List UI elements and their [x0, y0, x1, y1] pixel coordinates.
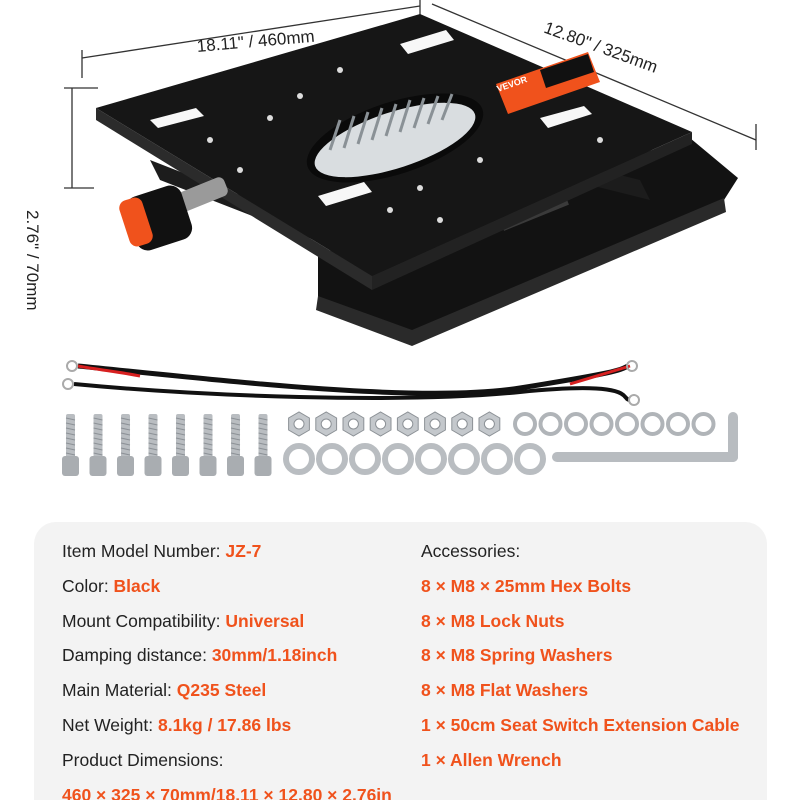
specifications-card — [34, 522, 767, 800]
accessories-heading: Accessories: — [421, 541, 521, 561]
spec-net-weight: Net Weight: 8.1kg / 17.86 lbs — [62, 714, 392, 749]
spec-value: Black — [113, 575, 161, 596]
lock-nut — [342, 411, 365, 437]
accessory-item: 8 × M8 Spring Washers — [421, 645, 613, 666]
spec-product-dimensions-label: Product Dimensions: — [62, 749, 224, 770]
spring-window — [306, 93, 484, 183]
accessory-item: 1 × 50cm Seat Switch Extension Cable — [421, 714, 740, 735]
lock-nut — [451, 411, 474, 437]
hex-bolts — [62, 414, 272, 476]
flat-washer — [283, 443, 315, 475]
washers — [283, 412, 716, 475]
height-dimension-line — [64, 87, 98, 189]
spring-washer — [615, 412, 639, 436]
hex-bolt — [89, 414, 107, 476]
lock-nut — [315, 411, 338, 437]
spec-value: JZ-7 — [225, 541, 262, 561]
spring-washer — [538, 412, 563, 436]
specifications-list: Item Model Number: JZ-7 Color: Black Mou… — [62, 540, 392, 800]
accessory-item: 1 × Allen Wrench — [421, 749, 562, 770]
spec-damping-distance: Damping distance: 30mm/1.18inch — [62, 644, 392, 679]
accessory-item: 8 × M8 Flat Washers — [421, 680, 589, 701]
spec-color: Color: Black — [62, 575, 392, 610]
spring-washer — [513, 412, 537, 436]
accessory-item: 8 × M8 Lock Nuts — [421, 610, 565, 631]
hex-bolt — [254, 414, 272, 476]
lock-nut — [369, 411, 392, 437]
adjustment-knob — [119, 177, 228, 251]
spring-washer — [666, 412, 690, 436]
hex-bolt — [144, 414, 162, 476]
spec-label: Net Weight: — [62, 714, 158, 735]
hex-bolt — [172, 414, 189, 476]
mounting-slots — [150, 30, 592, 206]
spec-value: 30mm/1.18inch — [211, 645, 338, 666]
accessories-list: Accessories: 8 × M8 × 25mm Hex Bolts 8 ×… — [421, 540, 740, 784]
hex-bolt — [117, 414, 134, 476]
allen-wrench — [552, 412, 738, 462]
spring-washer — [589, 412, 614, 436]
flat-washer — [514, 443, 546, 475]
plate-holes — [207, 67, 603, 223]
spec-label: Item Model Number: — [62, 541, 226, 561]
lock-nut — [396, 411, 419, 437]
spec-product-dimensions-value: 460 × 325 × 70mm/18.11 × 12.80 × 2.76in — [62, 784, 392, 800]
flat-washer — [448, 443, 480, 475]
product-illustration: VEVOR — [62, 0, 757, 476]
spring-washer — [691, 412, 716, 436]
flat-washer — [481, 443, 513, 475]
spec-value: Q235 Steel — [176, 680, 267, 701]
flat-washer — [349, 443, 381, 475]
extension-cable — [62, 360, 640, 406]
flat-washer — [415, 443, 447, 475]
lock-nuts — [288, 411, 501, 437]
hex-bolt — [227, 414, 244, 476]
lock-nut — [424, 411, 446, 437]
flat-washer — [382, 443, 414, 475]
spec-mount-compatibility: Mount Compatibility: Universal — [62, 610, 392, 645]
height-dimension-label: 2.76" / 70mm — [23, 210, 42, 311]
spec-label: Main Material: — [62, 680, 177, 701]
accessory-item: 8 × M8 × 25mm Hex Bolts — [421, 575, 632, 596]
spec-label: Mount Compatibility: — [62, 610, 226, 631]
spring-washer — [640, 412, 665, 436]
lock-nut — [288, 411, 310, 437]
spec-model-number: Item Model Number: JZ-7 — [62, 540, 392, 575]
hex-bolt — [199, 414, 217, 476]
spec-main-material: Main Material: Q235 Steel — [62, 679, 392, 714]
hex-bolt — [62, 414, 79, 476]
spring-washer — [564, 412, 588, 436]
spec-value: 8.1kg / 17.86 lbs — [157, 714, 292, 735]
spec-value: Universal — [225, 610, 305, 631]
flat-washer — [316, 443, 348, 475]
spec-label: Damping distance: — [62, 645, 212, 666]
lock-nut — [478, 411, 501, 437]
spec-label: Color: — [62, 575, 114, 596]
